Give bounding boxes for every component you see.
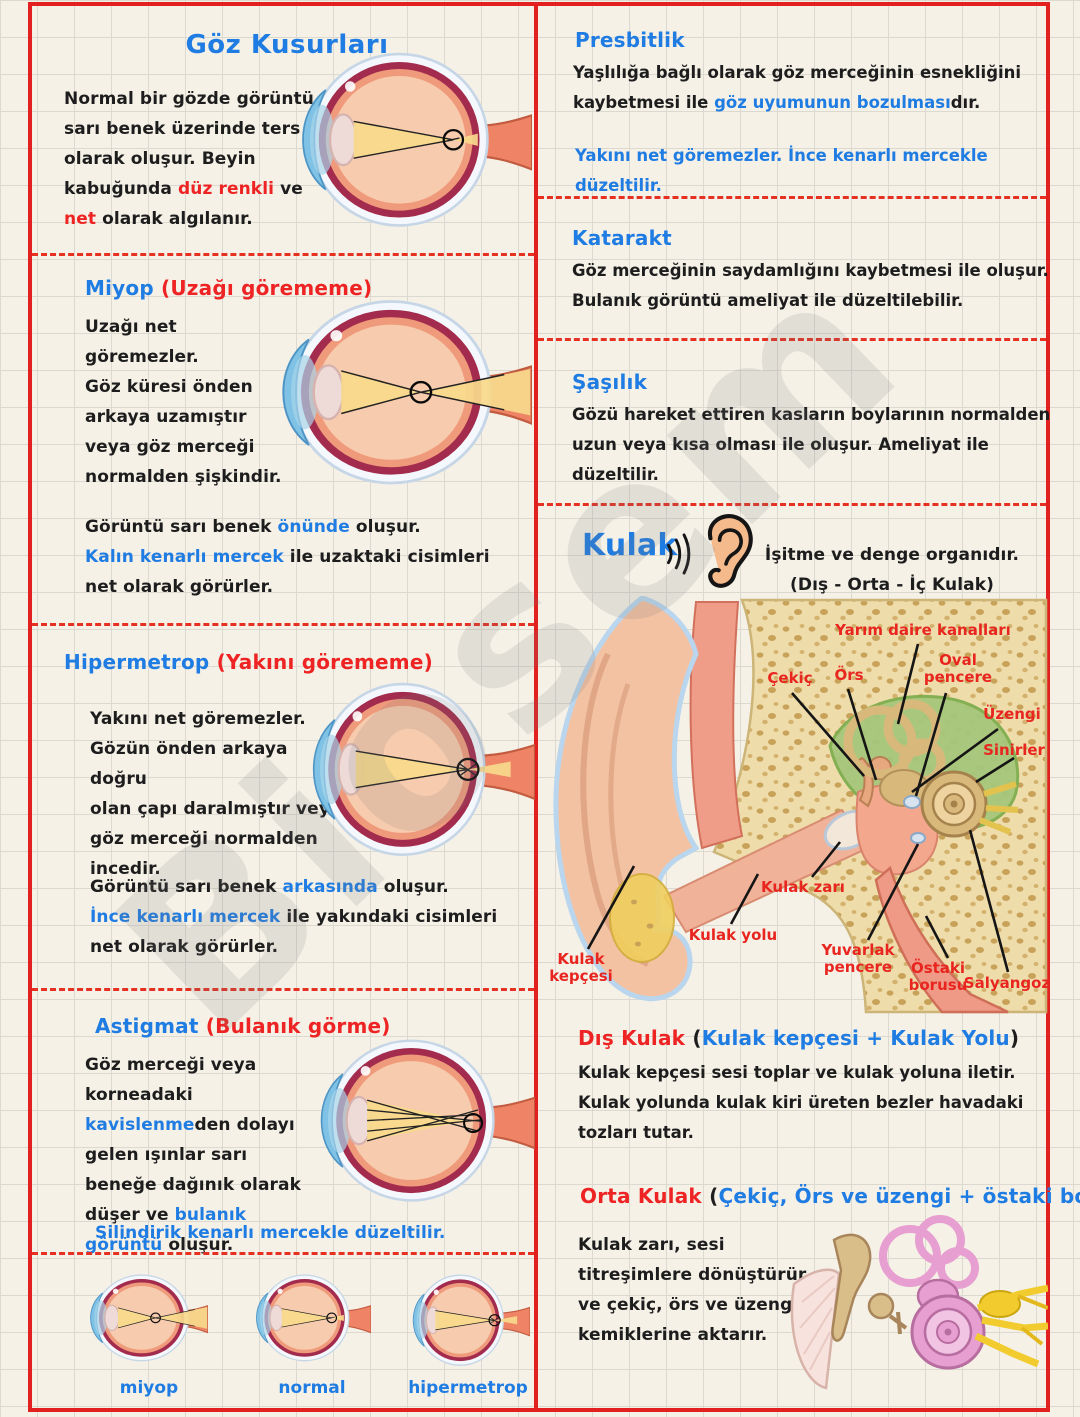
- ear-label-salyangoz: Salyangoz: [963, 974, 1051, 992]
- orta-kulak-heading: Orta Kulak (Çekiç, Örs ve üzengi + östak…: [580, 1184, 1080, 1208]
- heading-paren: (Yakını görememe): [216, 650, 433, 674]
- ear-label-kulak-kepcesi: Kulak kepçesi: [549, 950, 613, 985]
- katarakt-description: Göz merceğinin saydamlığını kaybetmesi i…: [572, 261, 1049, 310]
- text-segment: Göz merceği veya korneadaki: [85, 1055, 257, 1105]
- text-segment: düz renkli: [177, 179, 275, 199]
- ear-label-oval-pencere: Oval pencere: [923, 651, 993, 686]
- astigmat-eye-diagram: [315, 1035, 535, 1206]
- page-title: Göz Kusurları: [185, 30, 389, 60]
- text-segment: olarak algılanır.: [96, 209, 253, 229]
- ear-label-cekic: Çekiç: [767, 669, 813, 687]
- ear-label-kulak-yolu: Kulak yolu: [688, 926, 778, 944]
- miyop-small-eye-diagram: [90, 1272, 208, 1364]
- ear-label-uzengi: Üzengi: [983, 705, 1041, 723]
- kulak-intro: İşitme ve denge organıdır. (Dış - Orta - …: [742, 540, 1042, 600]
- heading-paren: (Bulanık görme): [205, 1014, 391, 1038]
- paren-open: (: [709, 1184, 719, 1208]
- ear-icon: [707, 514, 753, 588]
- astigmat-description: Göz merceği veya korneadaki kavislenmede…: [85, 1050, 323, 1260]
- separator-line: [32, 623, 534, 626]
- text-segment: den dolayı gelen ışınlar sarı beneğe dağ…: [85, 1115, 301, 1225]
- hipermetrop-eye-diagram: [300, 678, 535, 861]
- text-segment: Normal bir gözde görüntü sarı benek üzer…: [64, 89, 314, 199]
- heading-text: Astigmat: [95, 1014, 199, 1038]
- ear-label-yarim-daire-kanallari: Yarım daire kanalları: [835, 621, 1011, 639]
- separator-line: [32, 988, 534, 991]
- text-segment: önünde: [277, 517, 350, 537]
- paren-close: ): [1009, 1026, 1020, 1050]
- dis-kulak-heading: Dış Kulak (Kulak kepçesi + Kulak Yolu): [578, 1026, 1019, 1050]
- text-segment: oluşur.: [349, 517, 421, 537]
- heading-text: Hipermetrop: [64, 650, 210, 674]
- text-segment: kavislenme: [85, 1115, 195, 1135]
- hipermetrop-small-label: hipermetrop: [408, 1378, 528, 1398]
- ear-label-sinirler: Sinirler: [983, 741, 1045, 759]
- paren-open: (: [692, 1026, 702, 1050]
- heading-text: Orta Kulak: [580, 1184, 702, 1208]
- kulak-intro-text: İşitme ve denge organıdır.: [764, 545, 1020, 565]
- heading-text: Miyop: [85, 276, 154, 300]
- label-leader-lines: [586, 643, 1015, 973]
- heading-paren: Kulak kepçesi + Kulak Yolu: [701, 1026, 1010, 1050]
- ear-label-ostaki-borusu: Östaki borusu: [908, 959, 968, 994]
- presbitlik-heading: Presbitlik: [575, 28, 685, 52]
- dis-kulak-description: Kulak kepçesi sesi toplar ve kulak yolun…: [578, 1063, 1024, 1142]
- text-segment: ve: [274, 179, 303, 199]
- text-segment: ile yakındaki cisimleri net olarak görür…: [90, 907, 498, 957]
- column-divider: [534, 2, 538, 1412]
- ear-label-ors: Örs: [834, 666, 864, 684]
- text-segment: ile uzaktaki cisimleri net olarak görürl…: [85, 547, 490, 597]
- hipermetrop-small-eye-diagram: [406, 1272, 530, 1368]
- separator-line: [538, 503, 1046, 506]
- astigmat-fix-note: Silindirik kenarlı mercekle düzeltilir.: [95, 1223, 446, 1243]
- presbitlik-note: Yakını net göremezler. İnce kenarlı merc…: [575, 146, 988, 195]
- text-segment: göz uyumunun bozulması: [714, 93, 951, 112]
- miyop-heading: Miyop (Uzağı görememe): [85, 276, 372, 300]
- miyop-small-label: miyop: [119, 1378, 179, 1398]
- kulak-heading: Kulak: [582, 528, 678, 563]
- katarakt-heading: Katarakt: [572, 226, 672, 250]
- text-segment: Yaşlılığa bağlı olarak göz merceğinin es…: [573, 63, 1022, 112]
- separator-line: [32, 1252, 534, 1255]
- text-segment: Görüntü sarı benek: [85, 517, 278, 537]
- text-segment: İnce kenarlı mercek: [90, 907, 281, 927]
- normal-small-eye-diagram: [253, 1272, 371, 1364]
- astigmat-heading: Astigmat (Bulanık görme): [95, 1014, 391, 1038]
- text-segment: arkasında: [282, 877, 378, 897]
- presbitlik-description: Yaşlılığa bağlı olarak göz merceğinin es…: [573, 58, 1051, 118]
- heading-text: Dış Kulak: [578, 1026, 686, 1050]
- normal-eye-description: Normal bir gözde görüntü sarı benek üzer…: [64, 84, 340, 234]
- separator-line: [32, 253, 534, 256]
- normal-eye-diagram: [296, 48, 532, 232]
- miyop-description: Uzağı net göremezler. Göz küresi önden a…: [85, 317, 282, 487]
- ear-label-kulak-zari: Kulak zarı: [761, 878, 845, 896]
- text-segment: dır.: [950, 93, 981, 112]
- miyop-note: Görüntü sarı benek önünde oluşur. Kalın k…: [85, 512, 515, 602]
- hipermetrop-description: Yakını net göremezler. Gözün önden arkay…: [90, 709, 342, 879]
- text-segment: bulanık görüntü: [85, 1205, 247, 1255]
- sound-waves-icon: [666, 533, 691, 575]
- ossicles-cochlea-illustration: [790, 1215, 1048, 1390]
- hipermetrop-note: Görüntü sarı benek arkasında oluşur. İnce…: [90, 872, 520, 962]
- text-segment: Görüntü sarı benek: [90, 877, 283, 897]
- text-segment: Kalın kenarlı mercek: [85, 547, 284, 567]
- text-segment: oluşur.: [162, 1235, 234, 1255]
- ear-label-yuvarlak-pencere: Yuvarlak pencere: [821, 941, 895, 976]
- text-segment: net: [64, 209, 97, 229]
- sasilik-description: Gözü hareket ettiren kasların boylarının…: [572, 405, 1051, 484]
- orta-kulak-description: Kulak zarı, sesi titreşimlere dönüştürür…: [578, 1235, 807, 1345]
- separator-line: [538, 196, 1046, 199]
- hipermetrop-heading: Hipermetrop (Yakını görememe): [64, 650, 433, 674]
- normal-small-label: normal: [278, 1378, 346, 1398]
- text-segment: oluşur.: [377, 877, 449, 897]
- miyop-eye-diagram: [282, 295, 532, 489]
- heading-paren: Çekiç, Örs ve üzengi + östaki borusu: [718, 1184, 1080, 1208]
- ear-illustration: [553, 596, 1048, 1014]
- page-frame: [28, 2, 1050, 1412]
- heading-paren: (Uzağı görememe): [161, 276, 373, 300]
- sasilik-heading: Şaşılık: [572, 370, 648, 394]
- ear-anatomy-diagram: Yarım daire kanalları Çekiç Örs Oval pen…: [546, 596, 1050, 1016]
- separator-line: [538, 338, 1046, 341]
- kulak-parts-text: (Dış - Orta - İç Kulak): [789, 575, 995, 595]
